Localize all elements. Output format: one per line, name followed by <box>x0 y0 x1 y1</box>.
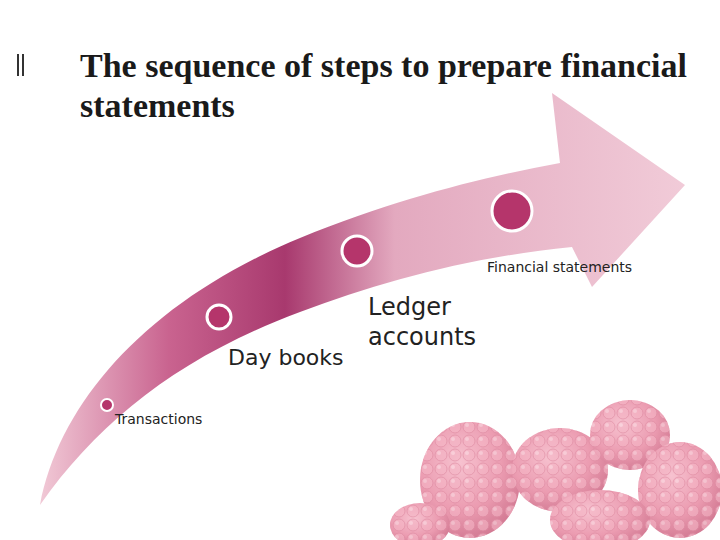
step-node: Transactions <box>115 410 202 428</box>
step-label: Ledger accounts <box>368 292 498 352</box>
step-node: Financial statements <box>487 258 632 276</box>
step-circle <box>489 188 535 234</box>
step-label: Day books <box>228 344 344 372</box>
step-circle <box>339 233 375 269</box>
step-circle <box>204 302 234 332</box>
step-node: Ledger accounts <box>368 292 498 352</box>
step-circle <box>98 396 116 414</box>
step-node: Day books <box>228 344 344 372</box>
step-label: Transactions <box>115 410 202 428</box>
step-dot <box>492 191 532 231</box>
step-dot <box>101 399 113 411</box>
step-label: Financial statements <box>487 258 632 276</box>
step-dot <box>342 236 372 266</box>
slide-title: The sequence of steps to prepare financi… <box>80 46 690 126</box>
raspberries <box>390 400 720 540</box>
corner-mark <box>17 54 24 76</box>
step-dot <box>207 305 231 329</box>
